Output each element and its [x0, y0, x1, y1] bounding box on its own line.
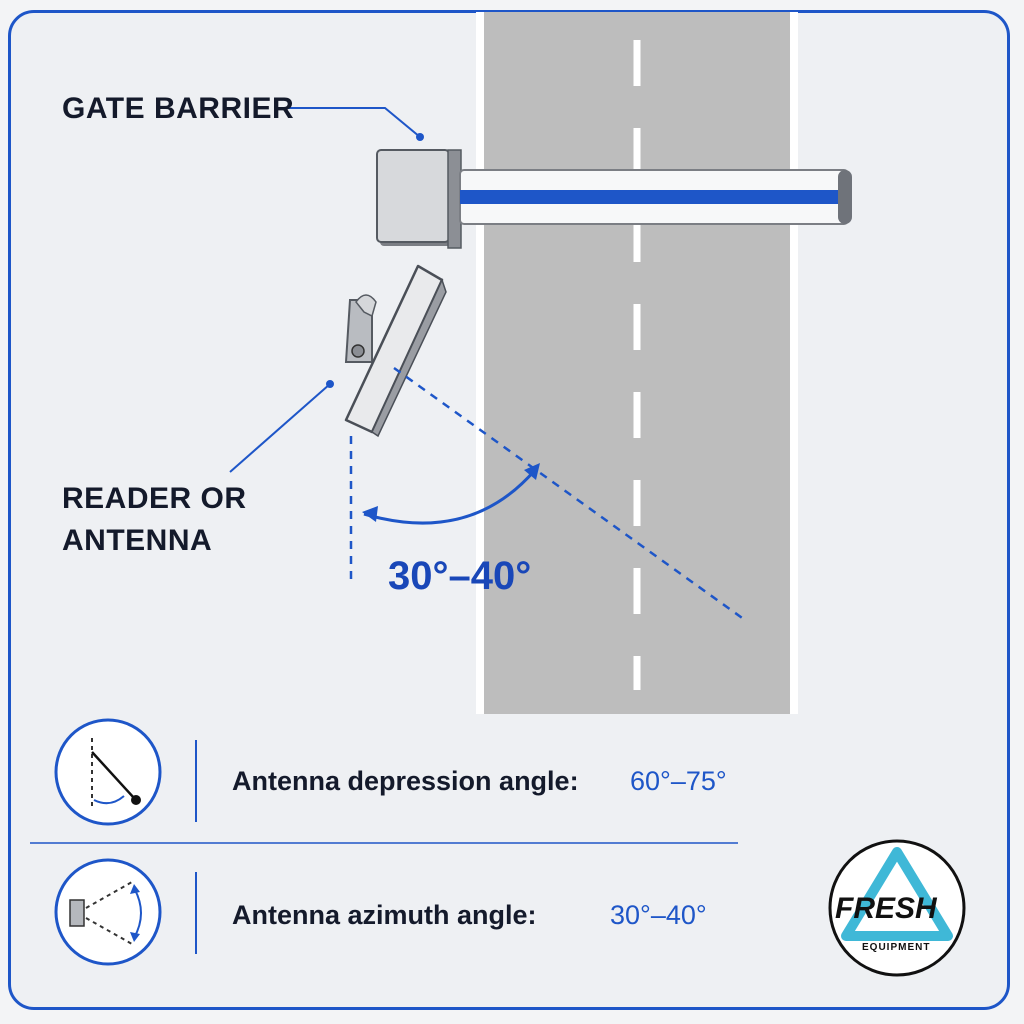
gate-barrier — [376, 149, 852, 249]
azimuth-angle-icon — [54, 858, 162, 966]
barrier-stripe — [460, 190, 846, 204]
depression-angle-label: Antenna depression angle: — [232, 766, 579, 796]
reader-callout-line — [229, 380, 334, 473]
azimuth-angle-label: Antenna azimuth angle: — [232, 900, 537, 930]
depression-angle-value: 60°–75° — [630, 766, 727, 796]
gate-barrier-callout-line — [283, 107, 424, 141]
depression-angle-icon — [54, 718, 162, 826]
reader-label-line1: READER OR — [62, 482, 247, 515]
fresh-equipment-logo — [828, 839, 966, 977]
angle-indicator — [349, 366, 746, 622]
gate-barrier-label: GATE BARRIER — [62, 92, 295, 125]
azimuth-angle-value: 30°–40° — [610, 900, 707, 930]
reader-antenna — [344, 264, 447, 438]
reader-label-line2: ANTENNA — [62, 524, 213, 557]
installation-angle-label: 30°–40° — [388, 554, 532, 598]
logo-subtext: EQUIPMENT — [862, 942, 931, 953]
logo-wordmark: FRESH — [835, 892, 937, 925]
road — [476, 12, 798, 714]
